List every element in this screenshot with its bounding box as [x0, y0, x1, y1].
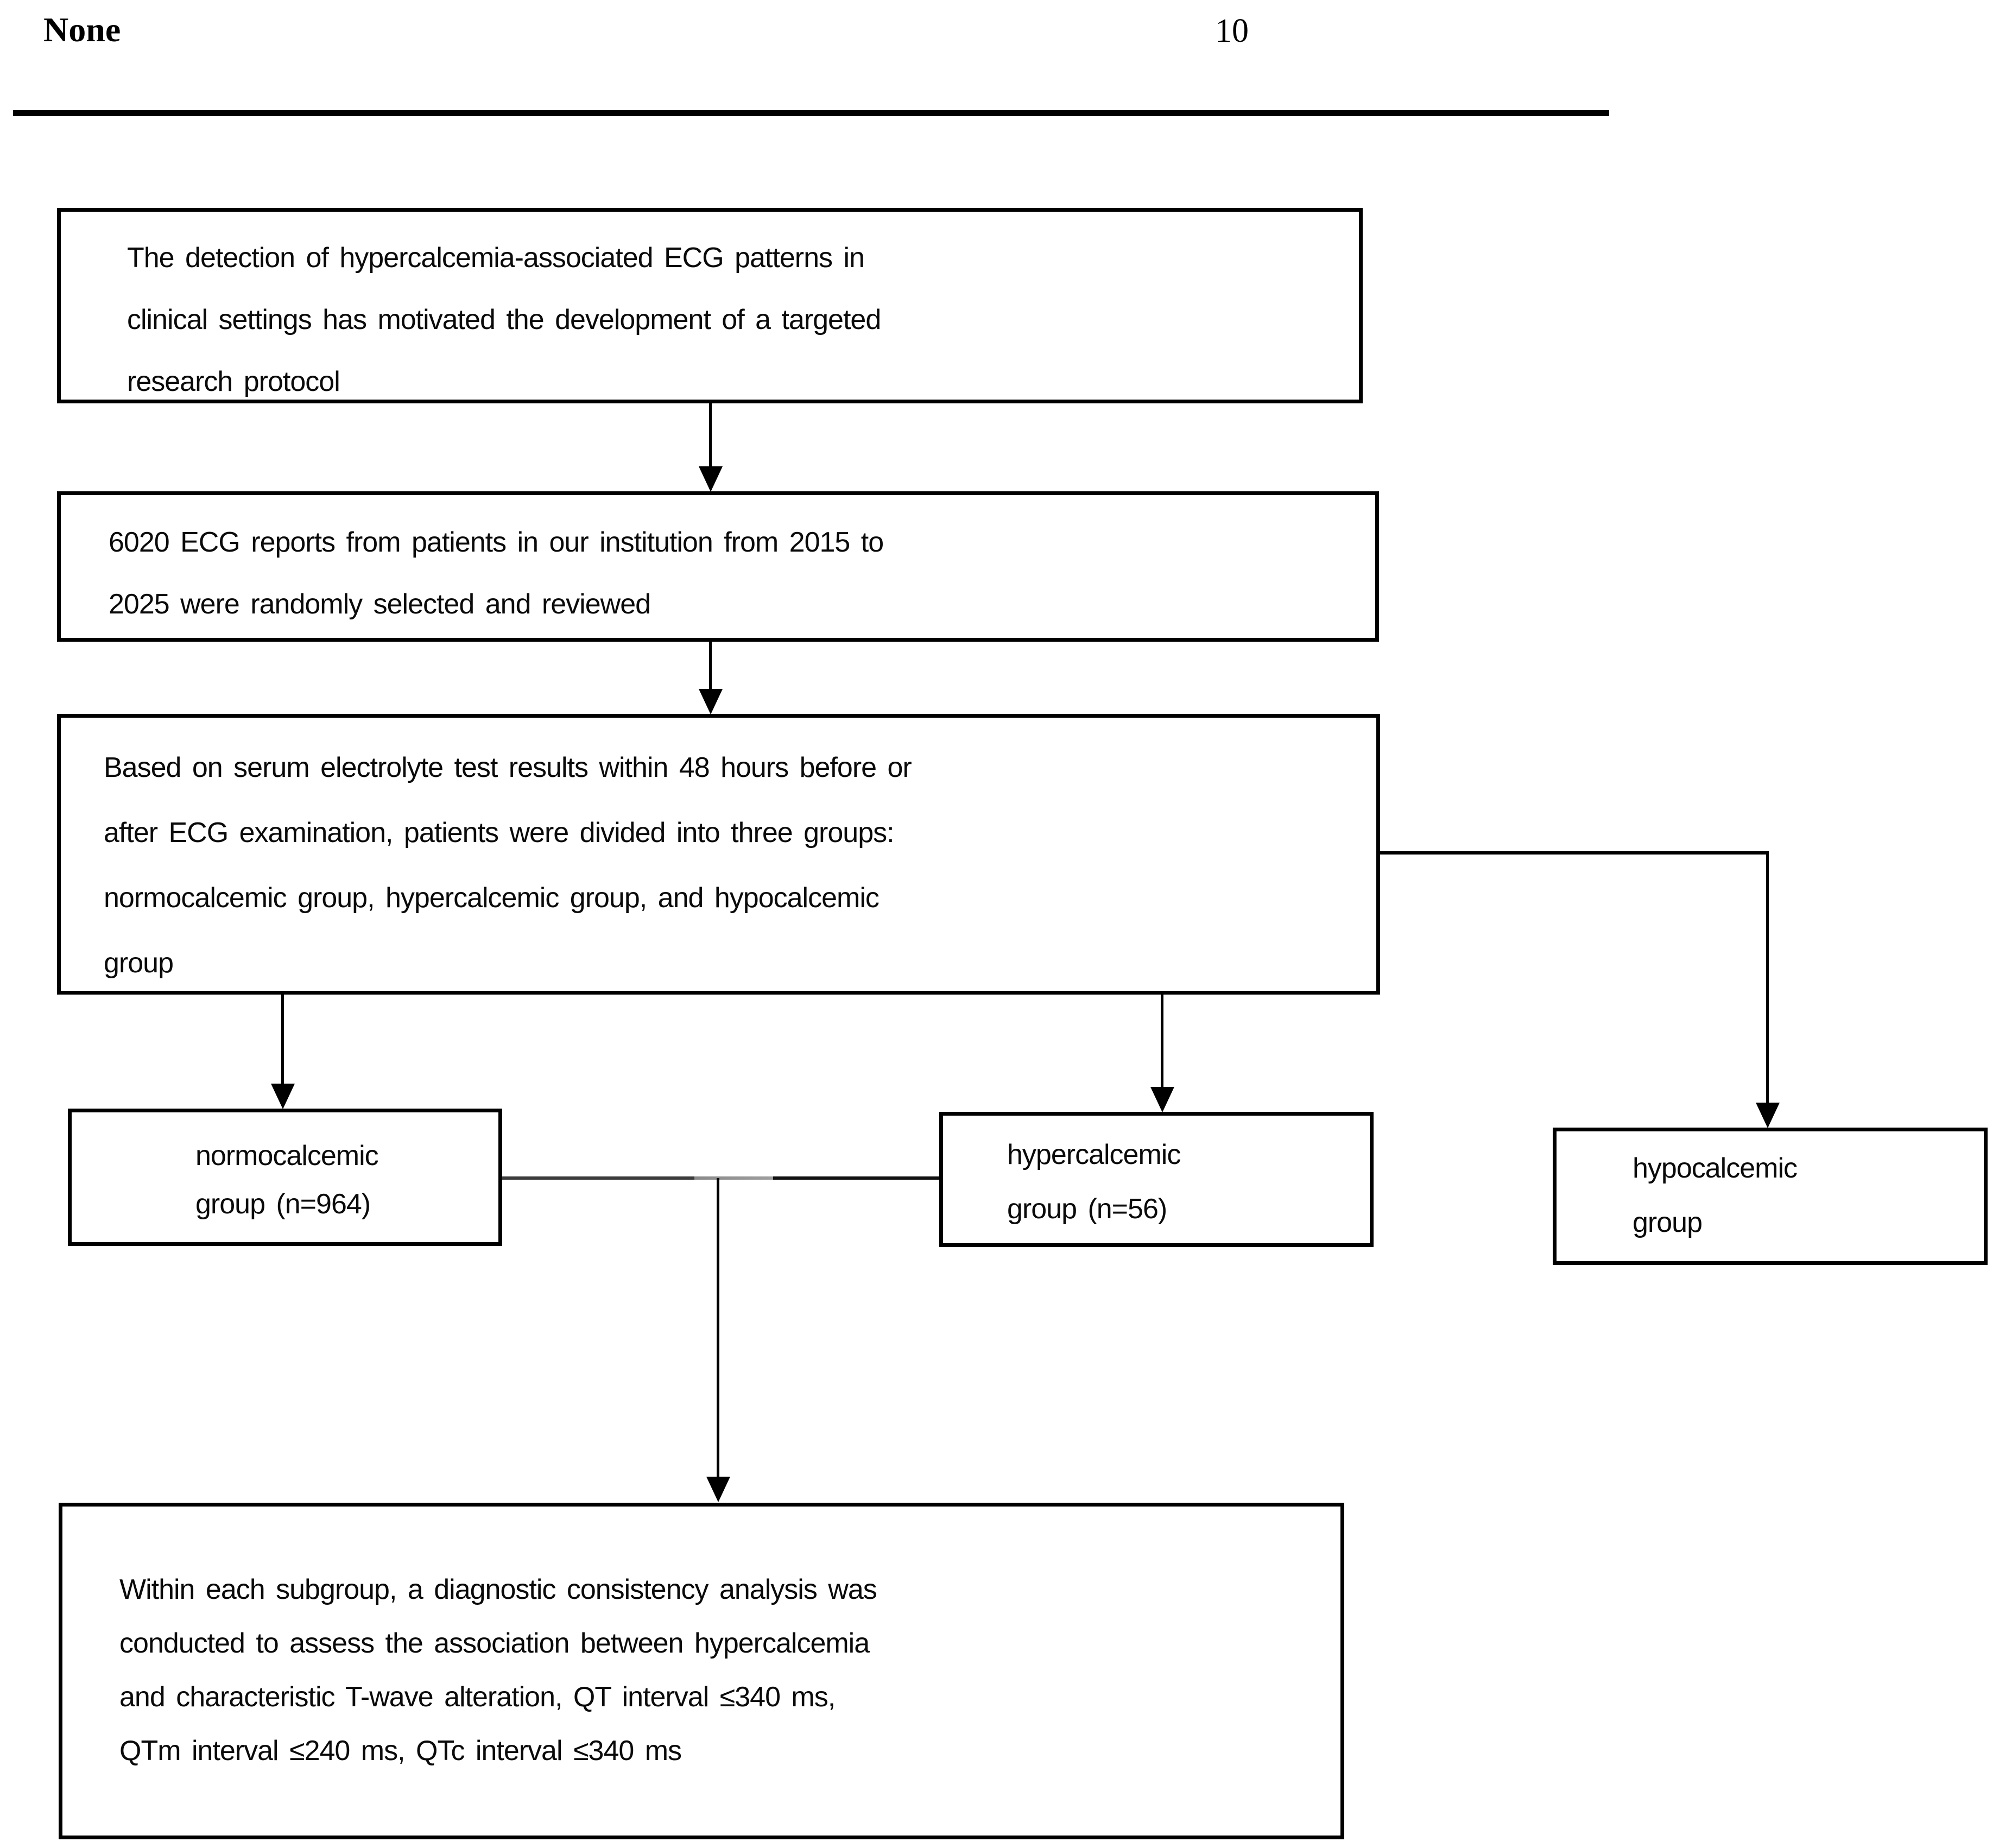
arrow-grouping-to-hypercalcemic-head — [1150, 1087, 1174, 1112]
arrow-selection-to-grouping-shaft — [709, 642, 712, 689]
flow-box-analysis-text: Within each subgroup, a diagnostic consi… — [119, 1574, 877, 1767]
arrow-grouping-to-hypercalcemic-shaft — [1161, 995, 1163, 1088]
arrow-selection-to-grouping-head — [699, 689, 723, 714]
connector-groups-merge-horizontal — [502, 1176, 939, 1180]
connector-grouping-to-hypocalcemic-horizontal — [1380, 851, 1769, 855]
flow-box-grouping: Based on serum electrolyte test results … — [57, 714, 1380, 995]
arrow-grouping-to-hypocalcemic-head — [1756, 1103, 1780, 1128]
flow-box-hypocalcemic-group: hypocalcemic group — [1553, 1128, 1988, 1265]
flow-box-grouping-text: Based on serum electrolyte test results … — [104, 752, 912, 979]
flow-box-normocalcemic-text: normocalcemic group (n=964) — [195, 1140, 379, 1220]
arrow-motivation-to-selection-shaft — [709, 403, 712, 467]
header-divider-line — [13, 110, 1609, 116]
flow-box-selection: 6020 ECG reports from patients in our in… — [57, 491, 1379, 642]
flow-box-hypercalcemic-group: hypercalcemic group (n=56) — [939, 1112, 1374, 1247]
connector-grouping-to-hypocalcemic-vertical — [1766, 851, 1769, 1103]
arrow-grouping-to-normocalcemic-shaft — [281, 995, 284, 1085]
flow-box-motivation: The detection of hypercalcemia-associate… — [57, 208, 1363, 403]
flow-box-selection-text: 6020 ECG reports from patients in our in… — [109, 527, 884, 620]
arrow-merge-to-analysis-head — [706, 1477, 730, 1502]
connector-merge-to-analysis-vertical — [717, 1178, 719, 1477]
document-title: None — [43, 10, 121, 49]
flow-box-hypercalcemic-text: hypercalcemic group (n=56) — [1007, 1139, 1181, 1225]
flow-box-normocalcemic-group: normocalcemic group (n=964) — [68, 1109, 502, 1246]
flow-box-hypocalcemic-text: hypocalcemic group — [1633, 1153, 1798, 1238]
arrow-motivation-to-selection-head — [699, 466, 723, 492]
flow-box-motivation-text: The detection of hypercalcemia-associate… — [127, 242, 881, 397]
arrow-grouping-to-normocalcemic-head — [271, 1084, 295, 1109]
flow-box-analysis: Within each subgroup, a diagnostic consi… — [59, 1503, 1344, 1839]
page-number: 10 — [1215, 12, 1249, 49]
